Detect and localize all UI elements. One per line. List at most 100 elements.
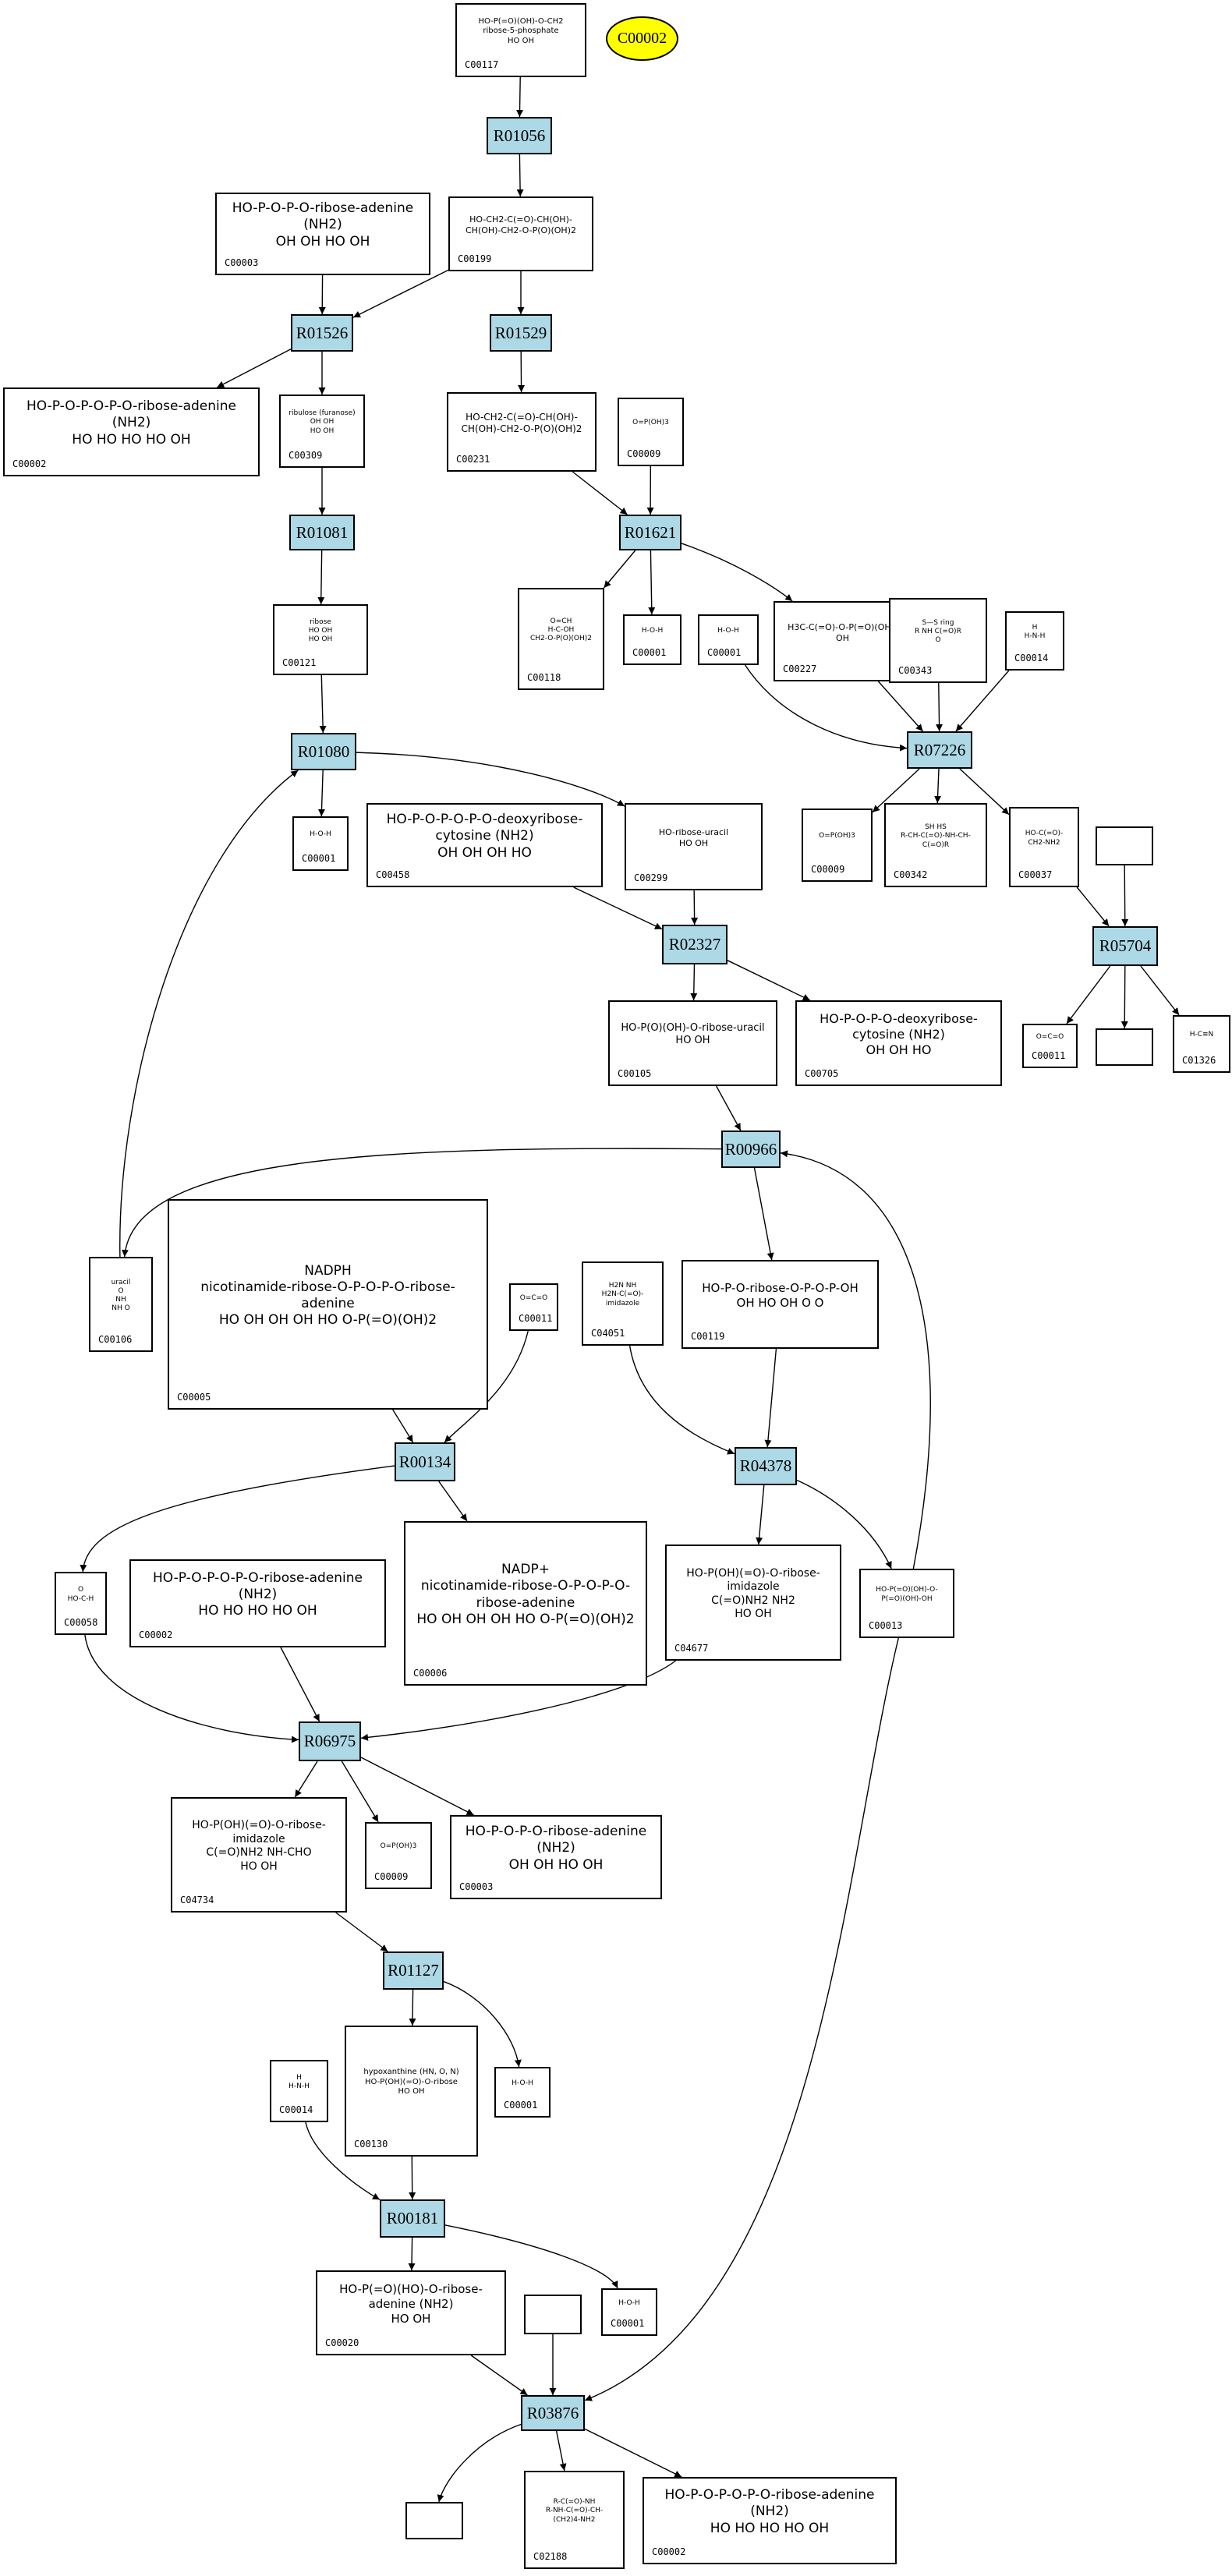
compound-id-label: C00013 [869,1620,903,1631]
compound-id-label: C00231 [456,454,490,465]
compound-c00006[interactable]: NADP+ nicotinamide-ribose-O-P-O-P-O-ribo… [404,1521,647,1686]
edge-r01526-to-c00002a [216,349,292,388]
empty-node[interactable] [524,2295,582,2334]
compound-id-label: C00199 [458,253,492,264]
legend-node-c00002[interactable]: C00002 [606,16,678,61]
edge-r04378-to-c04677 [756,1484,765,1545]
reaction-r06975[interactable]: R06975 [299,1721,361,1761]
edge-r01056-to-c00199 [516,154,524,197]
reaction-r01056[interactable]: R01056 [487,117,552,154]
structure-drawing: H H-N-H [289,2073,310,2090]
reaction-r04378[interactable]: R04378 [735,1447,797,1485]
reaction-r01127[interactable]: R01127 [383,1951,444,1990]
edge-c04734-to-r01127 [335,1912,388,1952]
empty-node[interactable] [405,2502,463,2539]
compound-id-label: C00105 [618,1068,652,1079]
compound-c00002[interactable]: HO-P-O-P-O-P-O-ribose-adenine (NH2) HO H… [643,2477,897,2564]
compound-c00117[interactable]: HO-P(=O)(OH)-O-CH2 ribose-5-phosphate HO… [455,3,586,77]
compound-c00458[interactable]: HO-P-O-P-O-P-O-deoxyribose-cytosine (NH2… [366,803,603,887]
structure-drawing: HO-P-O-P-O-P-O-ribose-adenine (NH2) HO H… [27,398,236,448]
structure-drawing: O=P(OH)3 [819,832,855,840]
structure-drawing: O HO-C-H [67,1586,94,1603]
reaction-r01621[interactable]: R01621 [619,515,681,550]
compound-c00003[interactable]: HO-P-O-P-O-ribose-adenine (NH2) OH OH HO… [450,1815,662,1899]
reaction-r00134[interactable]: R00134 [395,1442,455,1481]
edge-c00231-to-r01621 [572,471,628,515]
compound-id-label: C04677 [674,1643,709,1654]
reaction-r05704[interactable]: R05704 [1092,926,1158,966]
structure-drawing: H-C≡N [1189,1031,1214,1039]
compound-id-label: C00003 [225,257,259,268]
reaction-r03876[interactable]: R03876 [521,2395,585,2431]
compound-c00130[interactable]: hypoxanthine (HN, O, N) HO-P(OH)(=O)-O-r… [345,2026,478,2157]
compound-id-label: C04051 [591,1328,625,1339]
reaction-r00966[interactable]: R00966 [721,1131,781,1168]
compound-id-label: C00003 [459,1881,494,1892]
reaction-r02327[interactable]: R02327 [662,925,728,964]
compound-c00020[interactable]: HO-P(=O)(HO)-O-ribose-adenine (NH2) HO O… [316,2270,506,2355]
compound-id-label: C00458 [376,869,410,880]
empty-node[interactable] [1096,1028,1153,1066]
compound-c00705[interactable]: HO-P-O-P-O-deoxyribose-cytosine (NH2) OH… [795,1000,1002,1086]
compound-c00005[interactable]: NADPH nicotinamide-ribose-O-P-O-P-O-ribo… [168,1199,488,1410]
structure-drawing: HO-P-O-P-O-ribose-adenine (NH2) OH OH HO… [465,1824,647,1873]
compound-c00231[interactable]: HO-CH2-C(=O)-CH(OH)-CH(OH)-CH2-O-P(O)(OH… [447,392,597,472]
structure-drawing: HO-P(=O)(HO)-O-ribose-adenine (NH2) HO O… [339,2282,483,2326]
compound-id-label: C00227 [783,663,817,674]
reaction-r00181[interactable]: R00181 [380,2199,445,2238]
compound-c00199[interactable]: HO-CH2-C(=O)-CH(OH)-CH(OH)-CH2-O-P(O)(OH… [448,196,593,271]
compound-c00003[interactable]: HO-P-O-P-O-ribose-adenine (NH2) OH OH HO… [215,193,430,275]
compound-c00002[interactable]: HO-P-O-P-O-P-O-ribose-adenine (NH2) HO H… [3,387,260,476]
edge-c00119-to-r04378 [764,1348,777,1448]
reaction-r07226[interactable]: R07226 [907,731,972,769]
reaction-r01529[interactable]: R01529 [490,314,552,352]
compound-c04677[interactable]: HO-P(OH)(=O)-O-ribose-imidazole C(=O)NH2… [665,1545,841,1661]
compound-c04734[interactable]: HO-P(OH)(=O)-O-ribose-imidazole C(=O)NH2… [171,1797,347,1913]
edge-r01080-to-c00001c [317,770,325,817]
structure-drawing: HO-P(=O)(OH)-O-CH2 ribose-5-phosphate HO… [478,16,564,45]
edge-c00058-to-r06975 [84,1634,299,1743]
reaction-r01080[interactable]: R01080 [291,733,356,770]
reaction-r01526[interactable]: R01526 [291,314,353,352]
edge-c00117-to-r01056 [516,76,524,118]
compound-id-label: C00117 [465,59,499,70]
structure-drawing: O=CH H-C-OH CH2-O-P(O)(OH)2 [530,617,592,643]
compound-id-label: C00309 [289,450,323,461]
structure-drawing: O=C=O [1036,1032,1064,1041]
reaction-r01081[interactable]: R01081 [289,515,355,550]
structure-drawing: H-O-H [310,830,331,839]
edge-c00013-to-r03876 [584,1637,899,2401]
empty-node[interactable] [1096,826,1153,865]
structure-drawing: H-O-H [618,2298,640,2307]
compound-c00002[interactable]: HO-P-O-P-O-P-O-ribose-adenine (NH2) HO H… [129,1559,386,1647]
edge-r02327-to-c00105 [690,964,698,1001]
